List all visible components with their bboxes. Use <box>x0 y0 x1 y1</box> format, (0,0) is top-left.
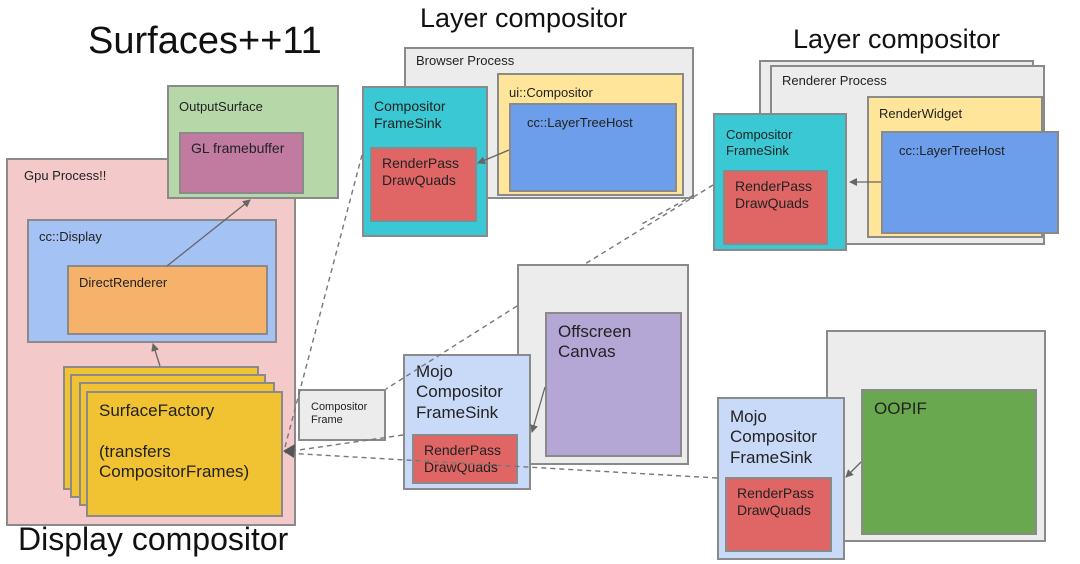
browser-layer-compositor-heading: Layer compositor <box>420 3 628 33</box>
oopif-box: OOPIF <box>861 389 1037 535</box>
diagram-title: Surfaces++11 <box>88 20 322 62</box>
offscreen-frame-sink-label: Mojo Compositor FrameSink <box>416 362 503 422</box>
browser-render-pass-label: RenderPass DrawQuads <box>382 155 460 188</box>
direct-renderer-box: DirectRenderer <box>67 265 268 335</box>
oopif-render-pass-label: RenderPass DrawQuads <box>737 485 815 518</box>
browser-layer-tree-host-label: cc::LayerTreeHost <box>527 115 633 130</box>
offscreen-render-pass-label: RenderPass DrawQuads <box>424 442 502 475</box>
browser-frame-sink-label: Compositor FrameSink <box>374 98 446 131</box>
renderer-layer-tree-host-box: cc::LayerTreeHost <box>881 131 1059 234</box>
gl-framebuffer-label: GL framebuffer <box>191 140 285 156</box>
ui-compositor-label: ui::Compositor <box>509 85 593 100</box>
oopif-render-pass-box: RenderPass DrawQuads <box>725 477 832 552</box>
output-surface-label: OutputSurface <box>179 99 263 114</box>
compositor-frame-label: Compositor Frame <box>311 401 368 427</box>
render-widget-label: RenderWidget <box>879 106 963 121</box>
renderer-render-pass-box: RenderPass DrawQuads <box>723 170 828 245</box>
renderer-render-pass-label: RenderPass DrawQuads <box>735 178 813 211</box>
gl-framebuffer-box: GL framebuffer <box>179 132 304 194</box>
surface-factory-label: SurfaceFactory (transfers CompositorFram… <box>99 401 250 482</box>
compositor-frame-box: Compositor Frame <box>298 389 386 441</box>
browser-layer-tree-host-box: cc::LayerTreeHost <box>509 103 677 192</box>
renderer-layer-tree-host-label: cc::LayerTreeHost <box>899 143 1005 158</box>
renderer-frame-sink-label: Compositor FrameSink <box>726 127 793 158</box>
offscreen-canvas-box: Offscreen Canvas <box>545 312 682 457</box>
browser-render-pass-box: RenderPass DrawQuads <box>370 147 477 222</box>
direct-renderer-label: DirectRenderer <box>79 275 168 290</box>
renderer-process-label: Renderer Process <box>782 73 887 88</box>
offscreen-canvas-label: Offscreen Canvas <box>558 322 632 362</box>
renderer-layer-compositor-heading: Layer compositor <box>793 24 1001 54</box>
surface-factory-box: SurfaceFactory (transfers CompositorFram… <box>86 391 283 517</box>
dashed-browser-process-to-renderer <box>639 194 695 226</box>
cc-display-label: cc::Display <box>39 229 102 244</box>
browser-process-label: Browser Process <box>416 53 515 68</box>
oopif-label: OOPIF <box>874 399 927 418</box>
display-compositor-heading: Display compositor <box>18 521 289 557</box>
gpu-process-label: Gpu Process!! <box>24 168 107 183</box>
oopif-frame-sink-label: Mojo Compositor FrameSink <box>730 407 817 467</box>
offscreen-render-pass-box: RenderPass DrawQuads <box>412 434 518 484</box>
